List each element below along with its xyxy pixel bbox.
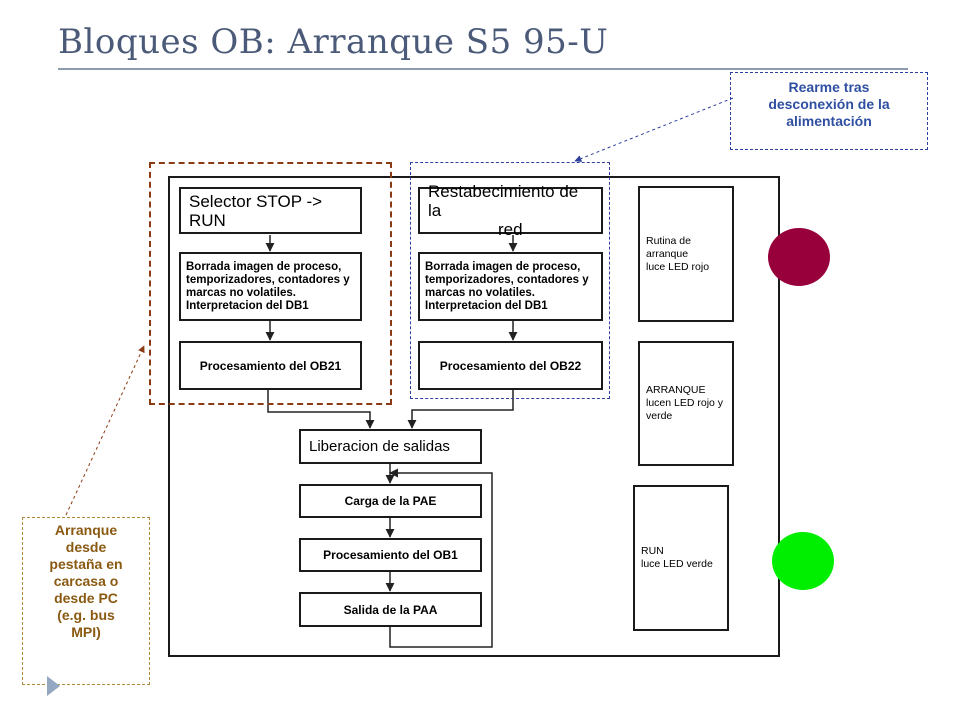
arranque-pointer: [65, 345, 145, 516]
restablecimiento-red-box: Restabecimiento de la red: [418, 182, 603, 239]
procesamiento-ob22-box: Procesamiento del OB22: [418, 341, 603, 390]
rearme-pointer: [574, 97, 734, 162]
slide-bullet-icon: [47, 676, 60, 696]
procesamiento-ob1-box: Procesamiento del OB1: [299, 538, 482, 572]
loop-back-line: [389, 468, 493, 648]
rutina-arranque-box: Rutina de arranque luce LED rojo: [638, 186, 734, 322]
arranque-state-box: ARRANQUE lucen LED rojo y verde: [638, 341, 734, 466]
page-title: Bloques OB: Arranque S5 95-U: [58, 22, 609, 62]
liberacion-salidas-box: Liberacion de salidas: [299, 429, 482, 464]
right-borrada-box: Borrada imagen de proceso, temporizadore…: [418, 252, 603, 321]
salida-paa-box: Salida de la PAA: [299, 592, 482, 627]
warm-start-group: [410, 162, 610, 399]
carga-pae-box: Carga de la PAE: [299, 484, 482, 518]
run-state-box: RUN luce LED verde: [633, 485, 729, 631]
selector-stop-run-box: Selector STOP -> RUN: [179, 187, 362, 234]
cold-start-group: [149, 162, 392, 405]
arranque-pestana-note: Arranque desde pestaña en carcasa o desd…: [22, 517, 150, 685]
title-underline: [58, 68, 908, 70]
arrow-ob21-to-liberacion: [267, 390, 375, 429]
procesamiento-ob21-box: Procesamiento del OB21: [179, 341, 362, 390]
arrow-ob22-to-liberacion: [407, 390, 514, 429]
rearme-note: Rearme tras desconexión de la alimentaci…: [730, 72, 928, 150]
red-led: [768, 228, 830, 286]
green-led: [772, 532, 834, 590]
diagram-frame: [168, 176, 780, 657]
left-borrada-box: Borrada imagen de proceso, temporizadore…: [179, 252, 362, 321]
